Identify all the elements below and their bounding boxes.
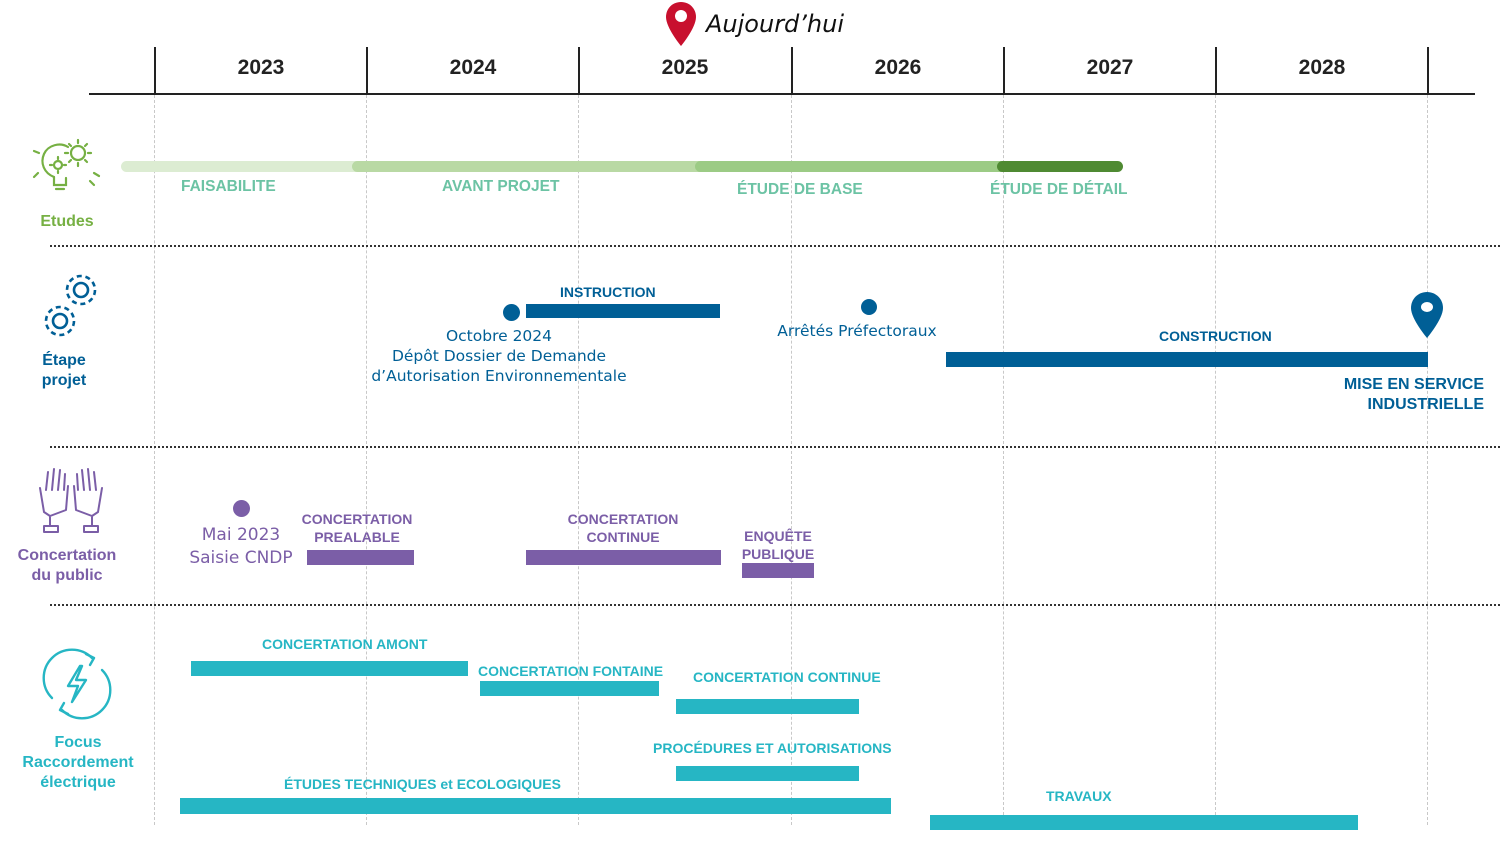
phase-label: TRAVAUX <box>1046 788 1112 804</box>
year-tick <box>1003 47 1005 95</box>
today-label: Aujourd’hui <box>706 10 845 38</box>
row-title-line: Étape <box>42 352 86 369</box>
year-label: 2026 <box>874 56 922 79</box>
year-tick <box>154 47 156 95</box>
phase-bar-concertation-prealable <box>307 550 414 565</box>
location-pin-icon <box>666 2 696 46</box>
phase-bar-etude-detail <box>997 161 1123 172</box>
phase-bar-concertation-continue <box>526 550 721 565</box>
row-title: Focus Raccordement électrique <box>12 733 144 793</box>
milestone-saisie-note: Mai 2023 Saisie CNDP <box>176 524 306 570</box>
milestone-arretes-note: Arrêtés Préfectoraux <box>777 322 937 340</box>
phase-bar-travaux <box>930 815 1358 830</box>
note-line: INDUSTRIELLE <box>1367 396 1484 413</box>
year-label: 2025 <box>661 56 709 79</box>
year-tick <box>1427 47 1429 95</box>
label-line: CONTINUE <box>586 529 660 545</box>
row-title-line: Concertation <box>17 547 117 564</box>
location-pin-icon <box>1411 292 1443 338</box>
timeline-axis <box>89 93 1475 95</box>
gears-icon <box>44 274 97 337</box>
phase-label: FAISABILITE <box>181 178 276 195</box>
row-title-line: Raccordement <box>22 754 134 771</box>
note-line: Octobre 2024 <box>445 327 553 345</box>
phase-label: AVANT PROJET <box>442 178 560 195</box>
note-line: d’Autorisation Environnementale <box>371 367 627 385</box>
phase-bar-concertation-continue <box>676 699 859 714</box>
phase-bar-instruction <box>526 304 720 318</box>
year-tick <box>366 47 368 95</box>
row-separator <box>50 446 1500 448</box>
note-line: MISE EN SERVICE <box>1343 376 1484 393</box>
phase-label: PROCÉDURES ET AUTORISATIONS <box>653 740 892 756</box>
phase-label: ÉTUDE DE DÉTAIL <box>990 181 1128 198</box>
milestone-dot <box>861 299 877 315</box>
phase-bar-etude-base <box>695 161 1015 172</box>
label-line: CONCERTATION <box>301 511 413 527</box>
note-line: Saisie CNDP <box>189 548 293 568</box>
year-label: 2027 <box>1086 56 1134 79</box>
phase-label: CONCERTATION AMONT <box>262 636 428 652</box>
label-line: CONCERTATION <box>567 511 679 527</box>
year-tick <box>791 47 793 95</box>
note-line: Mai 2023 <box>201 525 281 545</box>
lightbulb-gears-icon <box>32 138 101 191</box>
milestone-mise-en-service: MISE EN SERVICE INDUSTRIELLE <box>1290 375 1484 415</box>
year-gridline <box>791 95 792 825</box>
phase-bar-faisabilite <box>121 161 389 172</box>
phase-label: INSTRUCTION <box>560 284 656 300</box>
phase-label: ENQUÊTE PUBLIQUE <box>733 527 823 563</box>
phase-bar-procedures <box>676 766 859 781</box>
year-label: 2023 <box>237 56 285 79</box>
phase-bar-avant-projet <box>352 161 712 172</box>
phase-label: CONSTRUCTION <box>1159 328 1272 344</box>
year-gridline <box>154 95 155 825</box>
phase-label: CONCERTATION FONTAINE <box>478 663 664 679</box>
row-separator <box>50 245 1500 247</box>
milestone-dot <box>233 500 250 517</box>
year-tick <box>1215 47 1217 95</box>
phase-label: CONCERTATION CONTINUE <box>693 669 881 685</box>
row-title-line: Focus <box>54 734 102 751</box>
raised-hands-icon <box>39 468 103 533</box>
year-gridline <box>366 95 367 825</box>
lightning-cycle-icon <box>42 648 112 720</box>
year-label: 2024 <box>449 56 497 79</box>
row-title: Etudes <box>40 213 94 230</box>
phase-label: CONCERTATION PREALABLE <box>290 510 424 546</box>
row-title-line: projet <box>41 372 87 389</box>
milestone-dot <box>503 304 520 321</box>
phase-bar-construction <box>946 352 1428 367</box>
year-tick <box>578 47 580 95</box>
label-line: ENQUÊTE <box>744 528 812 544</box>
row-title: Étape projet <box>22 351 106 391</box>
phase-label: ÉTUDE DE BASE <box>737 181 863 198</box>
row-title-line: électrique <box>40 774 116 791</box>
phase-label: ÉTUDES TECHNIQUES et ECOLOGIQUES <box>284 776 561 792</box>
row-title: Concertation du public <box>4 546 130 586</box>
phase-bar-etudes-techniques <box>180 798 891 814</box>
label-line: PREALABLE <box>314 529 400 545</box>
phase-bar-concertation-fontaine <box>480 681 659 696</box>
year-gridline <box>1215 95 1216 825</box>
year-gridline <box>1427 95 1428 825</box>
year-gridline <box>1003 95 1004 825</box>
note-line: Dépôt Dossier de Demande <box>391 347 607 365</box>
row-separator <box>50 604 1500 606</box>
phase-bar-enquete-publique <box>742 563 814 578</box>
year-gridline <box>578 95 579 825</box>
label-line: PUBLIQUE <box>741 546 815 562</box>
milestone-depot-note: Octobre 2024 Dépôt Dossier de Demande d’… <box>355 326 643 386</box>
phase-label: CONCERTATION CONTINUE <box>556 510 690 546</box>
row-title-line: du public <box>31 567 103 584</box>
phase-bar-concertation-amont <box>191 661 468 676</box>
year-label: 2028 <box>1298 56 1346 79</box>
